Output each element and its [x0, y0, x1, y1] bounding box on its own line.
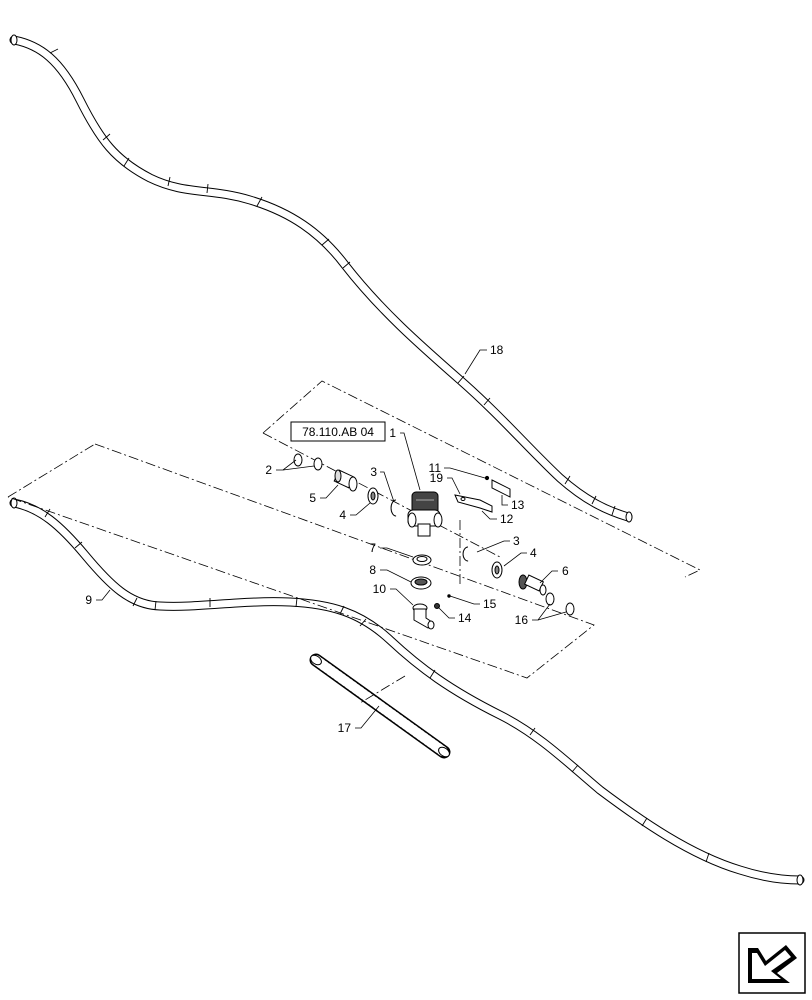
callout-7: 7	[369, 541, 376, 555]
callout-4a: 4	[339, 508, 346, 522]
o-ring-2a	[293, 453, 303, 467]
callout-14: 14	[458, 611, 472, 625]
callout-12: 12	[500, 512, 514, 526]
callout-13: 13	[511, 498, 525, 512]
o-ring-16b	[565, 602, 575, 616]
callout-5: 5	[309, 491, 316, 505]
spring-17	[309, 653, 451, 759]
assembly-outlines	[7, 380, 701, 704]
valve-body-1	[407, 491, 443, 537]
callout-6: 6	[562, 564, 569, 578]
leader-lines	[96, 349, 567, 729]
callout-19: 19	[430, 471, 444, 485]
o-ring-2b	[313, 457, 323, 471]
fitting-5	[333, 469, 358, 492]
reference-box[interactable]: 78.110.AB 04	[290, 421, 386, 442]
clip-3a	[390, 499, 397, 517]
bracket-12	[454, 479, 511, 513]
next-page-arrow-icon[interactable]	[738, 932, 806, 994]
callout-16: 16	[515, 613, 529, 627]
pin-15	[447, 594, 451, 598]
clip-3b	[462, 546, 469, 562]
valve-assembly	[293, 453, 575, 630]
callout-10: 10	[373, 582, 387, 596]
callout-11: 11	[429, 461, 442, 475]
reference-box-label: 78.110.AB 04	[302, 425, 374, 439]
callout-3b: 3	[513, 534, 520, 548]
callout-17: 17	[338, 721, 352, 735]
callout-labels: 1 2 3 5 4 11 19 12 13 7 8 10 3 4 6 14 15…	[85, 343, 569, 735]
callout-3a: 3	[370, 465, 377, 479]
hose-9	[9, 497, 805, 886]
o-ring-16a	[545, 592, 555, 606]
callout-2: 2	[265, 463, 272, 477]
elbow-10	[412, 603, 435, 630]
callout-1: 1	[389, 426, 396, 440]
callout-9: 9	[85, 593, 92, 607]
callout-4b: 4	[530, 546, 537, 560]
callout-8: 8	[369, 563, 376, 577]
callout-15: 15	[483, 597, 497, 611]
hose-18	[9, 34, 633, 523]
screw-11	[484, 475, 490, 481]
fitting-6	[518, 574, 547, 596]
callout-18: 18	[490, 343, 504, 357]
